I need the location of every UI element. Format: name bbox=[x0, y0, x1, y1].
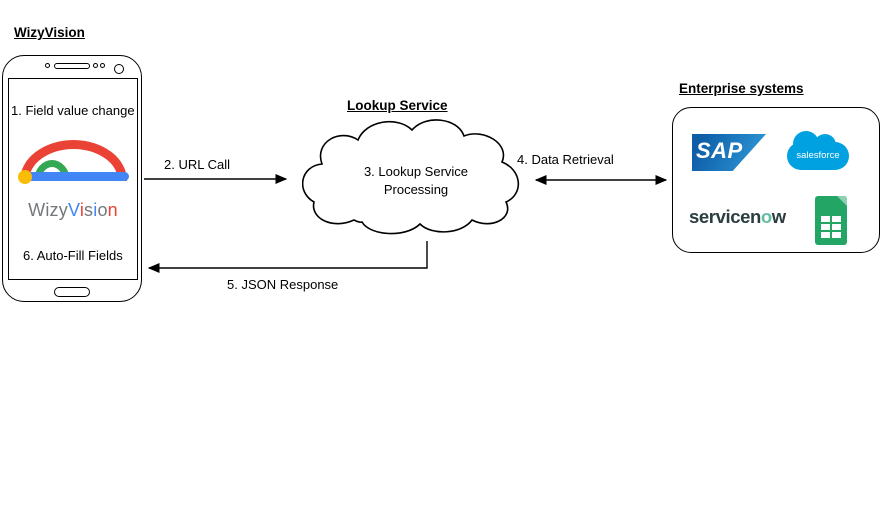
data-retrieval-label: 4. Data Retrieval bbox=[517, 152, 614, 167]
url-call-label: 2. URL Call bbox=[164, 157, 230, 172]
phone-camera-icon bbox=[45, 63, 50, 68]
sheets-table-glyph bbox=[821, 216, 841, 238]
step6-auto-fill-label: 6. Auto-Fill Fields bbox=[23, 248, 123, 263]
cloud-label-line1: 3. Lookup Service bbox=[363, 164, 469, 179]
lookup-service-cloud-shape bbox=[302, 119, 520, 235]
sheets-fold-corner bbox=[837, 196, 847, 206]
sap-logo: SAP bbox=[692, 134, 766, 171]
lookup-service-title: Lookup Service bbox=[347, 98, 448, 113]
phone-sensor-dot-icon bbox=[93, 63, 98, 68]
servicenow-green-o: o bbox=[760, 206, 772, 227]
google-sheets-icon bbox=[815, 196, 847, 245]
enterprise-systems-title: Enterprise systems bbox=[679, 81, 804, 96]
servicenow-text: servicen bbox=[689, 206, 761, 227]
smartphone-shape: 1. Field value change WizyVision 6. Auto… bbox=[2, 55, 142, 302]
servicenow-logo: servicenow bbox=[689, 206, 786, 228]
phone-speaker-icon bbox=[54, 63, 90, 69]
sap-logo-text: SAP bbox=[696, 138, 743, 163]
step1-field-value-change-label: 1. Field value change bbox=[11, 103, 135, 118]
phone-home-button-icon bbox=[54, 287, 90, 297]
phone-front-camera-icon bbox=[114, 64, 124, 74]
salesforce-logo-text: salesforce bbox=[796, 150, 840, 161]
salesforce-logo: salesforce bbox=[787, 131, 849, 170]
cloud-label-line2: Processing bbox=[383, 182, 449, 197]
step3-lookup-processing-label: 3. Lookup Service Processing bbox=[330, 163, 502, 199]
json-response-label: 5. JSON Response bbox=[227, 277, 339, 292]
servicenow-text: w bbox=[771, 206, 786, 227]
wizyvision-title: WizyVision bbox=[14, 25, 85, 40]
enterprise-systems-box: SAP salesforce servicenow bbox=[672, 107, 880, 253]
phone-sensor-dot-icon bbox=[100, 63, 105, 68]
